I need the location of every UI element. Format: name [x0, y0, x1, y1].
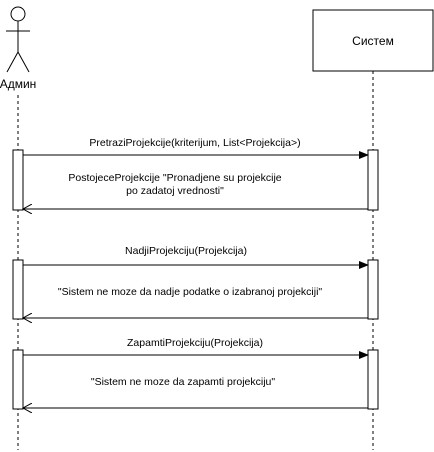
actor-figure-icon: [6, 6, 30, 73]
reply-label-1a: PostojeceProjekcije "Pronadjene su proje…: [68, 172, 281, 184]
actor-activation-2: [12, 259, 24, 320]
actor-activation-1: [12, 149, 24, 211]
reply-label-3: "Sistem ne moze da zapamti projekciju": [91, 376, 276, 388]
system-box: [312, 9, 434, 72]
system-activation-2: [367, 259, 379, 320]
system-activation-3: [367, 349, 379, 410]
call-label-3: ZapamtiProjekciju(Projekcija): [127, 337, 263, 349]
actor-label: Админ: [0, 77, 36, 91]
system-activation-1: [367, 149, 379, 211]
system-label: Систем: [352, 34, 394, 48]
reply-label-1b: po zadatoj vrednosti": [126, 185, 224, 197]
actor-activation-3: [12, 349, 24, 410]
call-label-1: PretraziProjekcije(kriterijum, List<Proj…: [89, 137, 300, 149]
call-label-2: NadjiProjekciju(Projekcija): [125, 245, 247, 257]
reply-label-2: "Sistem ne moze da nadje podatke o izabr…: [58, 286, 323, 298]
